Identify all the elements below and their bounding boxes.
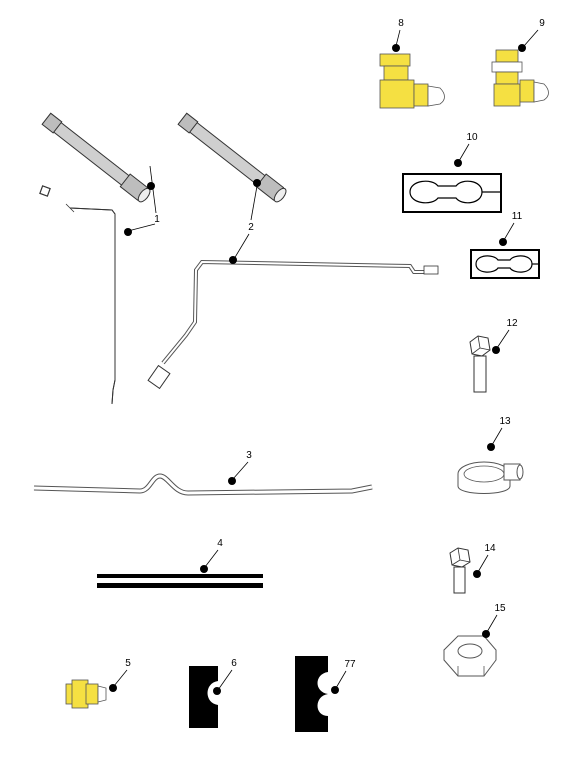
part-3-tube [33,473,373,496]
callout-14: 14 [484,543,496,554]
part-12-bolt [469,335,491,393]
callout-13: 13 [499,416,511,427]
part-1-tool [39,112,151,405]
callout-4: 4 [217,538,223,549]
part-9-elbow [491,49,549,107]
part-4-strip [97,574,263,588]
callout-1: 1 [154,214,160,225]
part-7-block [295,656,328,732]
part-6-block [189,666,218,728]
callout-3: 3 [246,450,252,461]
callout-7: 77 [344,659,356,670]
part-2-tool [147,112,439,390]
callout-6: 6 [231,658,237,669]
callout-11: 11 [512,211,523,222]
callout-8: 8 [398,18,404,29]
part-11-clamp [470,249,540,279]
callout-10: 10 [466,132,478,143]
callout-5: 5 [125,658,131,669]
part-8-elbow [379,53,445,109]
callout-2: 2 [248,222,254,233]
part-5-fitting [65,679,107,709]
part-13-clamp [457,461,524,494]
callout-15: 15 [494,603,506,614]
callout-9: 9 [539,18,545,29]
part-14-bolt [449,547,471,594]
part-15-nut [443,635,497,677]
callout-12: 12 [506,318,518,329]
part-10-clamp [402,173,502,213]
